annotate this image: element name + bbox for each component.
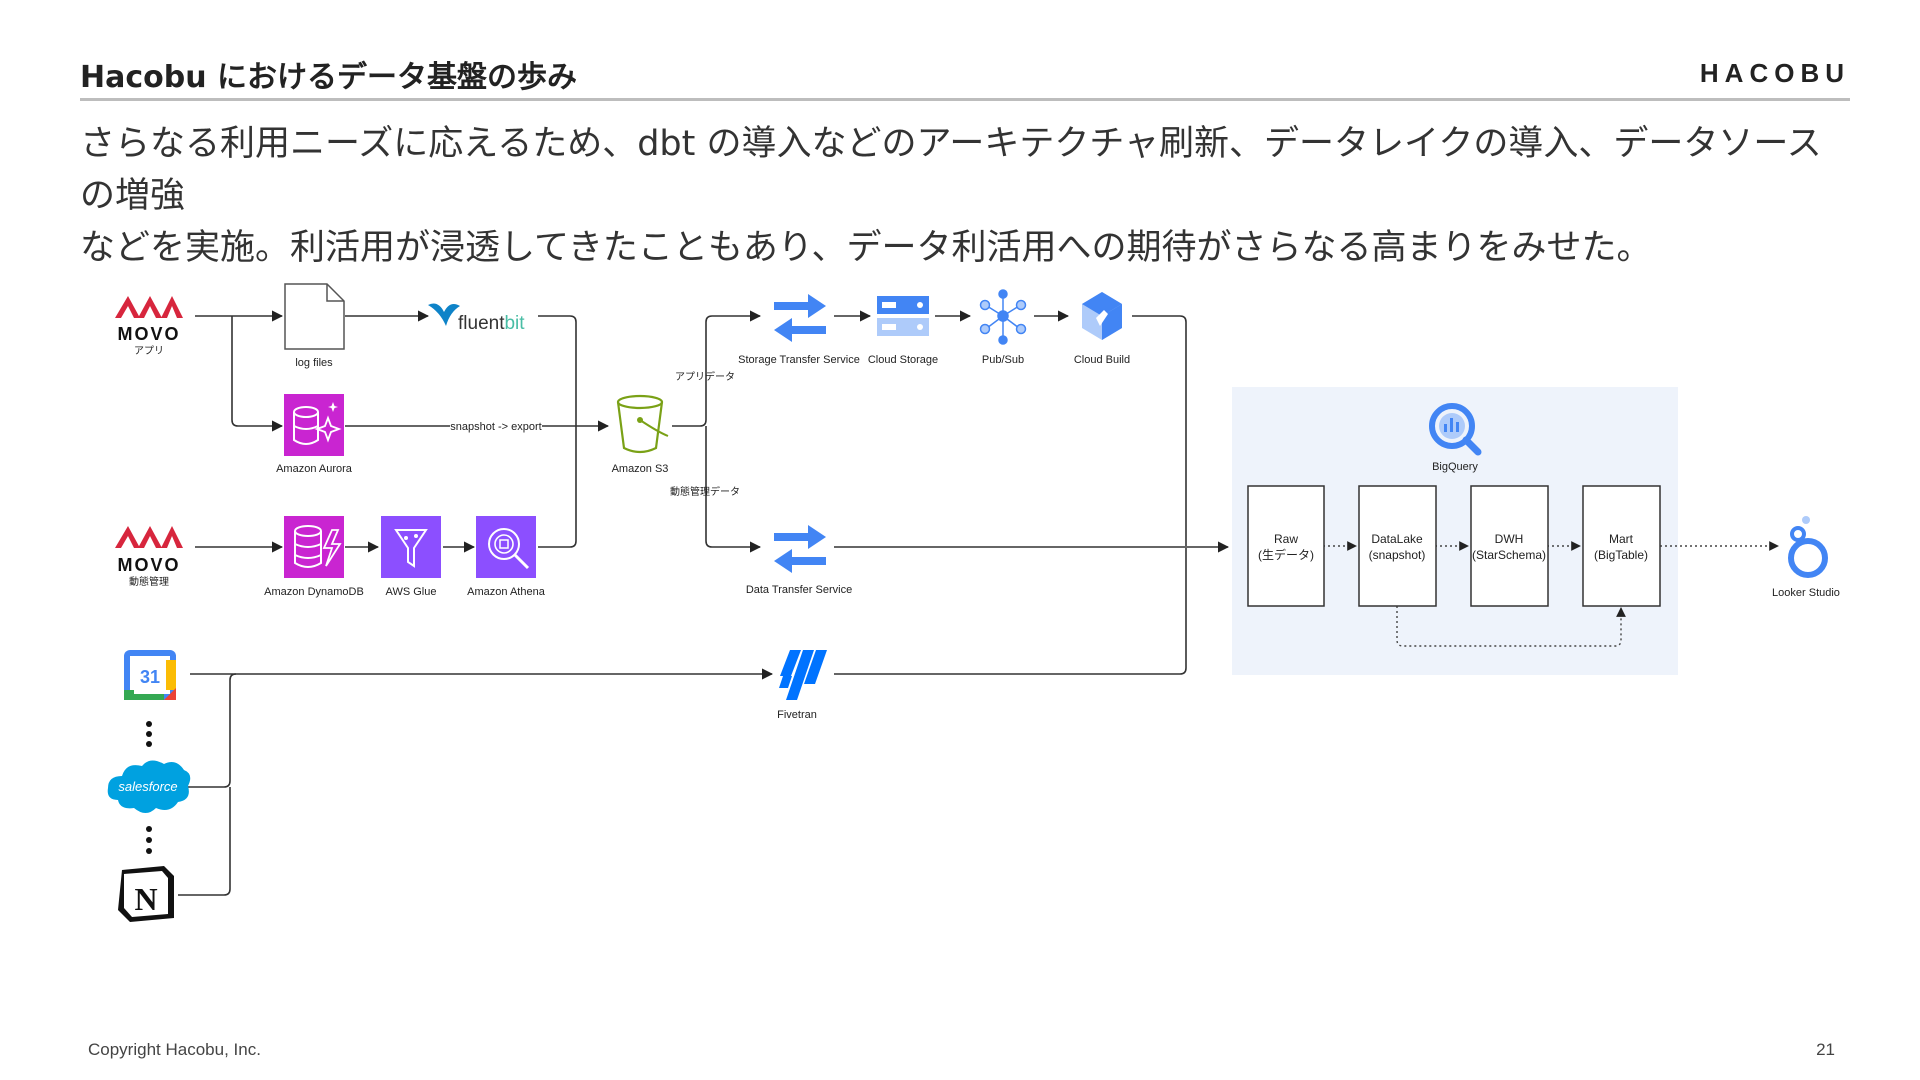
data-transfer-icon: Data Transfer Service: [746, 525, 852, 596]
salesforce-logo: salesforce: [107, 760, 191, 813]
log-files-icon: log files: [284, 283, 345, 369]
fluentbit-logo: fluentbit: [428, 303, 525, 334]
amazon-dynamodb-icon: Amazon DynamoDB: [264, 516, 364, 598]
cloud-build-label: Cloud Build: [1074, 354, 1130, 366]
calendar-day: 31: [140, 667, 160, 687]
snapshot-export-label: snapshot -> export: [450, 421, 541, 433]
salesforce-label: salesforce: [118, 779, 177, 794]
lead-line-2: などを実施。利活用が浸透してきたこともあり、データ利活用への期待がさらなる高まり…: [80, 228, 1652, 268]
looker-studio-icon: Looker Studio: [1772, 516, 1840, 599]
storage-transfer-icon: Storage Transfer Service: [738, 294, 860, 366]
amazon-athena-label: Amazon Athena: [467, 586, 546, 598]
bq-layer-raw: Raw (生データ): [1247, 485, 1325, 607]
raw-title: Raw: [1274, 532, 1298, 546]
dwh-title: DWH: [1495, 532, 1524, 546]
amazon-s3-icon: Amazon S3: [612, 394, 669, 475]
bq-layer-dwh: DWH (StarSchema): [1470, 485, 1549, 607]
header-divider: [80, 98, 1850, 101]
more-sources-ellipsis-2: [146, 826, 152, 854]
storage-transfer-label: Storage Transfer Service: [738, 354, 860, 366]
fivetran-logo: Fivetran: [777, 650, 827, 721]
bigquery-icon: BigQuery: [1429, 403, 1482, 473]
amazon-aurora-icon: Amazon Aurora: [276, 394, 353, 475]
fluentbit-label-a: fluent: [458, 313, 505, 334]
movo-ops-caption: 動態管理: [129, 575, 169, 588]
movo-ops-name: MOVO: [117, 555, 180, 575]
ops-data-label: 動態管理データ: [670, 485, 740, 498]
data-transfer-label: Data Transfer Service: [746, 584, 852, 596]
mart-subtitle: (BigTable): [1594, 548, 1648, 562]
bigquery-flow: [1323, 541, 1779, 647]
cloud-build-icon: Cloud Build: [1074, 292, 1130, 366]
amazon-s3-label: Amazon S3: [612, 463, 669, 475]
mart-title: Mart: [1609, 532, 1634, 546]
cloud-storage-icon: Cloud Storage: [868, 296, 938, 366]
more-sources-ellipsis-1: [146, 721, 152, 747]
amazon-dynamodb-label: Amazon DynamoDB: [264, 586, 364, 598]
datalake-title: DataLake: [1371, 532, 1423, 546]
svg-text:fluentbit: fluentbit: [458, 313, 525, 334]
log-files-label: log files: [295, 357, 333, 369]
looker-studio-label: Looker Studio: [1772, 587, 1840, 599]
cloud-storage-label: Cloud Storage: [868, 354, 938, 366]
notion-logo: N: [118, 866, 174, 922]
dwh-subtitle: (StarSchema): [1472, 548, 1546, 562]
connectors: [178, 310, 1230, 896]
movo-app-name: MOVO: [117, 324, 180, 344]
fivetran-label: Fivetran: [777, 709, 817, 721]
bigquery-label: BigQuery: [1432, 461, 1478, 473]
datalake-subtitle: (snapshot): [1369, 548, 1426, 562]
pubsub-icon: Pub/Sub: [979, 289, 1027, 366]
page-title: Hacobu におけるデータ基盤の歩み: [80, 60, 578, 95]
app-data-label: アプリデータ: [675, 370, 735, 383]
amazon-aurora-label: Amazon Aurora: [276, 463, 353, 475]
amazon-athena-icon: Amazon Athena: [467, 516, 546, 598]
notion-letter: N: [134, 881, 157, 917]
brand-logo: HACOBU: [1699, 58, 1850, 88]
aws-glue-icon: AWS Glue: [381, 516, 441, 598]
raw-subtitle: (生データ): [1258, 547, 1314, 562]
lead-text: さらなる利用ニーズに応えるため、dbt の導入などのアーキテクチャ刷新、データレ…: [80, 118, 1840, 274]
movo-app-logo: MOVO アプリ: [115, 296, 183, 357]
movo-app-caption: アプリ: [134, 345, 164, 357]
fluentbit-label-b: bit: [504, 313, 525, 334]
footer-copyright: Copyright Hacobu, Inc.: [88, 1040, 261, 1059]
lead-line-1: さらなる利用ニーズに応えるため、dbt の導入などのアーキテクチャ刷新、データレ…: [80, 124, 1822, 216]
page-number: 21: [1816, 1040, 1835, 1059]
bq-layer-mart: Mart (BigTable): [1582, 485, 1661, 607]
bq-layer-datalake: DataLake (snapshot): [1358, 485, 1437, 607]
pubsub-label: Pub/Sub: [982, 354, 1024, 366]
google-calendar-icon: 31: [124, 650, 176, 700]
aws-glue-label: AWS Glue: [386, 586, 437, 598]
movo-ops-logo: MOVO 動態管理: [115, 526, 183, 588]
